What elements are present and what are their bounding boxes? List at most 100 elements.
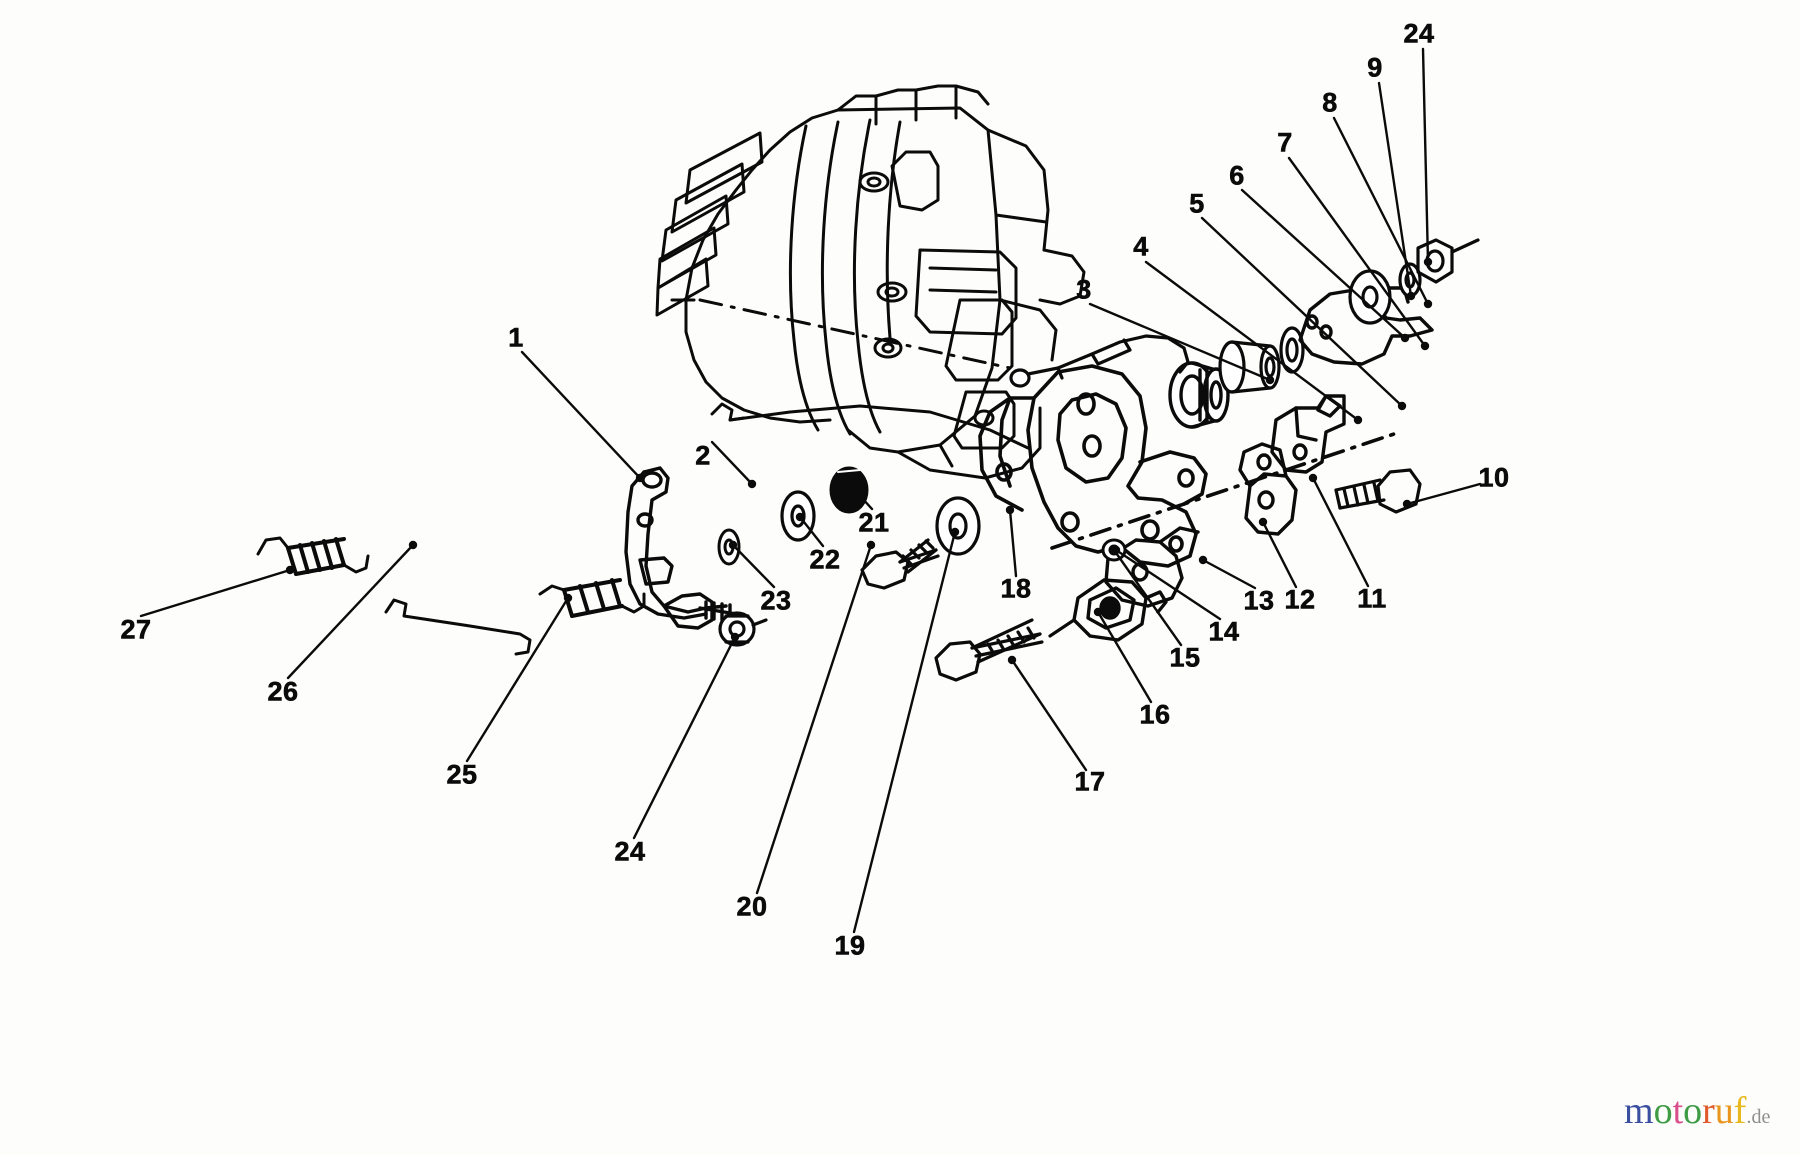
part-2-governor-spring-rod [710, 402, 1030, 450]
callout-6: 6 [1229, 160, 1245, 191]
callout-5: 5 [1189, 188, 1205, 219]
callout-24: 24 [614, 836, 646, 867]
watermark-letter-0: m [1624, 1090, 1654, 1132]
part-15-cable-clamp [1072, 578, 1168, 642]
leader-dot-23 [728, 540, 738, 550]
callout-20: 20 [736, 891, 768, 922]
callout-26: 26 [267, 676, 299, 707]
leader-line-16 [1096, 610, 1153, 704]
callout-1: 1 [508, 322, 524, 353]
leader-dot-21 [848, 483, 858, 493]
leader-line-7 [1287, 156, 1427, 348]
leader-line-20 [755, 543, 873, 895]
leader-dot-24b [1423, 257, 1433, 267]
callout-10: 10 [1478, 462, 1510, 493]
leader-line-22 [798, 515, 825, 548]
leader-line-14 [1114, 548, 1222, 621]
leader-line-13 [1201, 558, 1257, 590]
leader-dot-4 [1353, 415, 1363, 425]
callout-14: 14 [1208, 616, 1240, 647]
leader-dot-2 [747, 479, 757, 489]
callout-2: 2 [695, 440, 711, 471]
leader-line-27 [139, 568, 292, 618]
leader-dot-22 [795, 512, 805, 522]
leader-line-19 [852, 530, 957, 934]
callout-27: 27 [120, 614, 152, 645]
leader-dot-6 [1400, 333, 1410, 343]
leader-dot-11 [1308, 473, 1318, 483]
leader-line-11 [1311, 476, 1370, 588]
motoruf-watermark: motoruf.de [1624, 1092, 1770, 1130]
leader-dot-12 [1258, 517, 1268, 527]
watermark-letter-2: t [1672, 1090, 1684, 1132]
leader-dot-17 [1007, 655, 1017, 665]
leader-line-17 [1010, 658, 1088, 772]
callout-3: 3 [1076, 274, 1092, 305]
leader-line-2 [710, 440, 754, 486]
callout-9: 9 [1367, 52, 1383, 83]
callout-21: 21 [858, 507, 890, 538]
part-19-flat-washer-large [935, 496, 981, 556]
leader-dot-1 [635, 473, 645, 483]
leader-line-9 [1377, 81, 1413, 298]
callout-13: 13 [1243, 585, 1275, 616]
part-27-extension-spring [256, 536, 370, 576]
leader-line-10 [1405, 482, 1482, 506]
leader-dot-18 [1005, 505, 1015, 515]
leader-dots [285, 257, 1433, 665]
callout-22: 22 [809, 544, 841, 575]
callout-18: 18 [1000, 573, 1032, 604]
leader-dot-20 [866, 540, 876, 550]
leader-dot-26 [408, 540, 418, 550]
part-3-throttle-link-rod [1009, 334, 1190, 388]
callout-23: 23 [760, 585, 792, 616]
callout-15: 15 [1169, 642, 1201, 673]
leader-line-25 [465, 596, 570, 763]
leader-dot-13 [1198, 555, 1208, 565]
leader-dot-27 [285, 565, 295, 575]
leader-line-1 [520, 350, 642, 480]
watermark-letter-1: o [1653, 1090, 1673, 1132]
watermark-letter-3: o [1683, 1090, 1703, 1132]
callout-17: 17 [1074, 766, 1106, 797]
leader-line-23 [731, 543, 776, 589]
leader-line-24 [632, 635, 737, 840]
callout-16: 16 [1139, 699, 1171, 730]
callout-7: 7 [1277, 127, 1293, 158]
leader-dot-25 [563, 593, 573, 603]
part-16-clamp-screw [1048, 618, 1076, 638]
leader-line-6 [1240, 188, 1407, 340]
leader-line-5 [1200, 216, 1404, 408]
leader-line-12 [1261, 520, 1298, 589]
leader-line-21 [851, 486, 874, 511]
leader-dot-3 [1265, 375, 1275, 385]
callout-12: 12 [1284, 584, 1316, 615]
part-18-governor-bracket [978, 364, 1402, 568]
leader-dot-15 [1109, 545, 1119, 555]
callout-25: 25 [446, 759, 478, 790]
watermark-suffix: .de [1746, 1106, 1771, 1128]
callout-4: 4 [1133, 231, 1149, 262]
part-1-governor-lever [624, 466, 738, 630]
part-6-washer [1279, 326, 1305, 374]
leader-line-26 [286, 543, 415, 680]
leader-line-18 [1008, 508, 1018, 578]
part-17-hex-bolt-lower [934, 618, 1044, 682]
part-10-hex-head-bolt [1334, 468, 1422, 514]
part-8-flat-washer [1348, 269, 1392, 325]
leader-dot-16 [1093, 607, 1103, 617]
watermark-letter-4: r [1702, 1090, 1715, 1132]
leader-dot-19 [950, 527, 960, 537]
callout-19: 19 [834, 930, 866, 961]
part-25-governor-spring-short [538, 578, 646, 618]
part-26-link-wire [384, 598, 532, 656]
callout-11: 11 [1357, 583, 1387, 614]
leader-dot-5 [1397, 401, 1407, 411]
leader-line-3 [1088, 302, 1272, 382]
callout-8: 8 [1322, 87, 1338, 118]
leader-dot-24 [730, 632, 740, 642]
leader-dot-9 [1406, 291, 1416, 301]
watermark-letter-6: f [1733, 1090, 1747, 1132]
